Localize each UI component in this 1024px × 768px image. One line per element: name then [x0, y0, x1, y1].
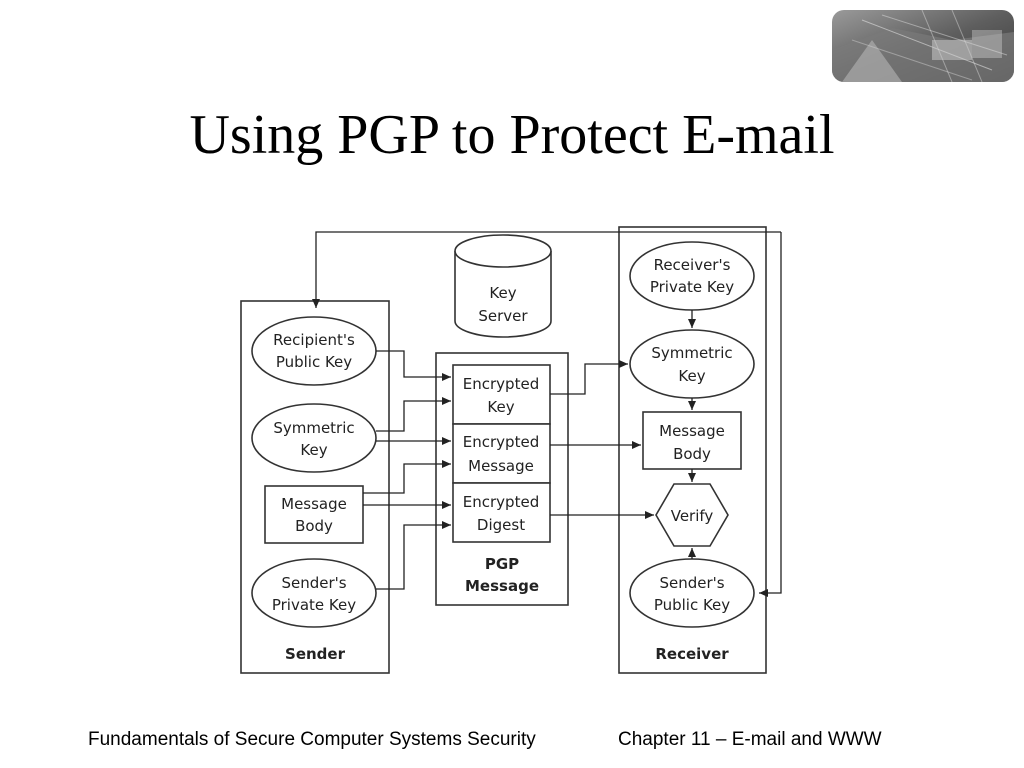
node-label: Encrypted: [463, 493, 539, 511]
node-label: Public Key: [276, 353, 352, 371]
node-label: Symmetric: [651, 344, 732, 362]
pgp-message-label: PGP: [485, 555, 519, 573]
connector-lines: [312, 231, 782, 597]
arrow-keyserver-to-sender-public-key: [759, 232, 782, 597]
key-server-cylinder: Key Server: [454, 234, 552, 338]
node-label: Sender's: [659, 574, 724, 592]
receiver-message-body: Message Body: [642, 411, 742, 470]
node-label: Private Key: [272, 596, 356, 614]
node-label: Message: [281, 495, 347, 513]
node-label: Key: [678, 367, 705, 385]
node-label: Message: [659, 422, 725, 440]
node-label: Key: [487, 398, 514, 416]
node-label: Verify: [671, 507, 714, 525]
slide-title: Using PGP to Protect E-mail: [189, 104, 835, 166]
receiver-label: Receiver: [655, 645, 729, 663]
node-label: Message: [468, 457, 534, 475]
arrow-private-key-to-encrypted-digest: [376, 521, 451, 590]
node-label: Public Key: [654, 596, 730, 614]
arrow-recipient-key-to-encrypted-key: [376, 350, 451, 381]
encrypted-key-box: Encrypted Key: [452, 364, 551, 425]
key-server-label: Server: [478, 307, 528, 325]
node-label: Receiver's: [654, 256, 731, 274]
node-label: Body: [295, 517, 333, 535]
arrow-encrypted-key-to-symkey: [550, 360, 628, 395]
pgp-message-label: Message: [465, 577, 539, 595]
arrow-body-to-encrypted-message: [363, 460, 451, 494]
node-label: Body: [673, 445, 711, 463]
arrow-keyserver-to-recipient-key: [312, 231, 781, 308]
building-photo: [832, 10, 1014, 82]
node-label: Sender's: [281, 574, 346, 592]
sender-private-key: Sender's Private Key: [251, 558, 377, 628]
node-label: Encrypted: [463, 433, 539, 451]
encrypted-message-box: Encrypted Message: [452, 423, 551, 484]
footer-course: Fundamentals of Secure Computer Systems …: [88, 729, 536, 750]
encrypted-digest-box: Encrypted Digest: [452, 482, 551, 543]
sender-message-body: Message Body: [264, 485, 364, 544]
sender-recipient-public-key: Recipient's Public Key: [251, 316, 377, 386]
receiver-verify-hexagon: Verify: [655, 483, 729, 547]
receiver-symmetric-key: Symmetric Key: [629, 329, 755, 399]
receiver-sender-public-key: Sender's Public Key: [629, 558, 755, 628]
node-label: Encrypted: [463, 375, 539, 393]
sender-symmetric-key: Symmetric Key: [251, 403, 377, 473]
node-label: Key: [300, 441, 327, 459]
sender-label: Sender: [285, 645, 346, 663]
receiver-private-key: Receiver's Private Key: [629, 241, 755, 311]
node-label: Recipient's: [273, 331, 355, 349]
node-label: Digest: [477, 516, 525, 534]
arrow-symkey-to-encrypted-key: [376, 397, 451, 432]
node-label: Private Key: [650, 278, 734, 296]
node-label: Symmetric: [273, 419, 354, 437]
footer-chapter: Chapter 11 – E-mail and WWW: [618, 729, 882, 750]
key-server-label: Key: [489, 284, 516, 302]
